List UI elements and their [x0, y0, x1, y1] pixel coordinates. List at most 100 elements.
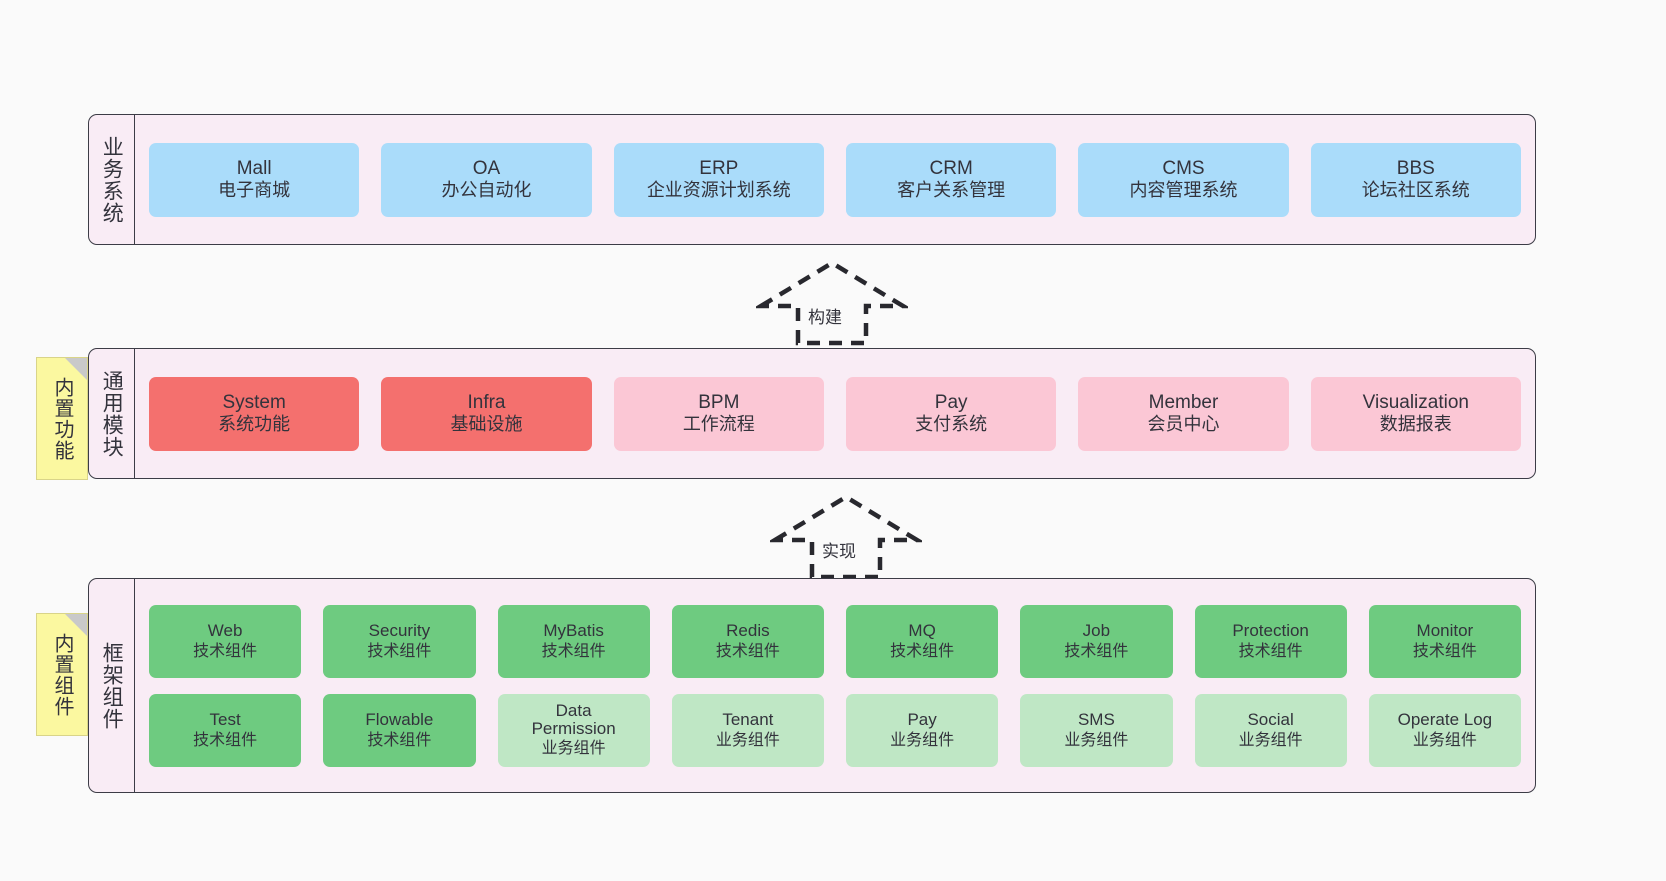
- arrow-build-label: 构建: [808, 308, 842, 327]
- layer-business-systems: 业务系统 Mall 电子商城 OA 办公自动化 ERP 企业资源计划系统 CRM…: [88, 114, 1536, 245]
- card-subtitle: 论坛社区系统: [1361, 180, 1470, 201]
- card-erp[interactable]: ERP 企业资源计划系统: [613, 142, 824, 217]
- card-title: Job: [1082, 620, 1111, 640]
- card-security[interactable]: Security 技术组件: [323, 604, 476, 678]
- card-title: BPM: [698, 391, 740, 413]
- card-subtitle: 客户关系管理: [897, 180, 1006, 201]
- note-builtin-features: 内置功能: [36, 357, 88, 480]
- card-operate-log[interactable]: Operate Log 业务组件: [1368, 693, 1521, 767]
- card-subtitle: 内容管理系统: [1129, 180, 1238, 201]
- card-title: CMS: [1162, 157, 1205, 179]
- layer-framework-components: 框架组件 Web 技术组件 Security 技术组件 MyBatis 技术组件…: [88, 578, 1536, 793]
- card-row-business: Test 技术组件 Flowable 技术组件 Data Permission …: [149, 693, 1521, 767]
- card-bbs[interactable]: BBS 论坛社区系统: [1310, 142, 1521, 217]
- card-subtitle: 电子商城: [218, 180, 291, 201]
- card-title: OA: [472, 157, 501, 179]
- note-builtin-components: 内置组件: [36, 613, 88, 736]
- card-subtitle: 技术组件: [367, 642, 432, 660]
- card-row: System 系统功能 Infra 基础设施 BPM 工作流程 Pay 支付系统…: [149, 376, 1521, 451]
- card-subtitle: 工作流程: [682, 414, 755, 435]
- card-title: Flowable: [365, 709, 434, 729]
- card-subtitle: 数据报表: [1379, 414, 1452, 435]
- card-monitor[interactable]: Monitor 技术组件: [1368, 604, 1521, 678]
- card-title: Protection: [1232, 620, 1309, 640]
- layer-body-framework-components: Web 技术组件 Security 技术组件 MyBatis 技术组件 Redi…: [135, 579, 1535, 792]
- arrow-implement-label: 实现: [822, 542, 856, 561]
- card-subtitle: 业务组件: [1064, 731, 1129, 749]
- layer-common-modules: 通用模块 System 系统功能 Infra 基础设施 BPM 工作流程 Pay…: [88, 348, 1536, 479]
- card-title: Social: [1247, 709, 1294, 729]
- card-system[interactable]: System 系统功能: [149, 376, 360, 451]
- card-title: Web: [207, 620, 243, 640]
- card-pay[interactable]: Pay 支付系统: [845, 376, 1057, 451]
- card-title: Member: [1148, 391, 1219, 413]
- layer-body-business-systems: Mall 电子商城 OA 办公自动化 ERP 企业资源计划系统 CRM 客户关系…: [135, 115, 1535, 244]
- card-test[interactable]: Test 技术组件: [149, 693, 302, 767]
- card-subtitle: 技术组件: [193, 731, 258, 749]
- arrow-build: 构建: [756, 258, 908, 348]
- card-row-technical: Web 技术组件 Security 技术组件 MyBatis 技术组件 Redi…: [149, 604, 1521, 678]
- card-crm[interactable]: CRM 客户关系管理: [845, 142, 1057, 217]
- card-subtitle: 技术组件: [890, 642, 955, 660]
- card-subtitle: 技术组件: [1064, 642, 1129, 660]
- card-oa[interactable]: OA 办公自动化: [381, 142, 592, 217]
- card-title: Test: [209, 709, 241, 729]
- card-subtitle: 技术组件: [367, 731, 432, 749]
- card-tenant[interactable]: Tenant 业务组件: [671, 693, 824, 767]
- card-bpm[interactable]: BPM 工作流程: [613, 376, 824, 451]
- card-row: Mall 电子商城 OA 办公自动化 ERP 企业资源计划系统 CRM 客户关系…: [149, 142, 1521, 217]
- card-title: Tenant: [722, 709, 774, 729]
- card-redis[interactable]: Redis 技术组件: [671, 604, 824, 678]
- layer-title-business-systems: 业务系统: [89, 115, 135, 244]
- card-title: ERP: [699, 157, 739, 179]
- card-subtitle: 技术组件: [1238, 642, 1303, 660]
- card-mq[interactable]: MQ 技术组件: [846, 604, 999, 678]
- card-title: Data Permission: [531, 700, 616, 739]
- card-subtitle: 支付系统: [915, 414, 988, 435]
- card-infra[interactable]: Infra 基础设施: [381, 376, 592, 451]
- note-fold-icon: [65, 358, 87, 380]
- card-subtitle: 业务组件: [890, 731, 955, 749]
- card-pay-business[interactable]: Pay 业务组件: [846, 693, 999, 767]
- card-title: Operate Log: [1397, 709, 1493, 729]
- card-cms[interactable]: CMS 内容管理系统: [1078, 142, 1289, 217]
- card-job[interactable]: Job 技术组件: [1020, 604, 1173, 678]
- card-title: System: [222, 391, 286, 413]
- card-subtitle: 技术组件: [1412, 642, 1477, 660]
- card-title: CRM: [929, 157, 973, 179]
- card-subtitle: 业务组件: [715, 731, 780, 749]
- layer-body-common-modules: System 系统功能 Infra 基础设施 BPM 工作流程 Pay 支付系统…: [135, 349, 1535, 478]
- card-title: Monitor: [1416, 620, 1474, 640]
- card-member[interactable]: Member 会员中心: [1078, 376, 1289, 451]
- layer-title-common-modules: 通用模块: [89, 349, 135, 478]
- card-subtitle: 技术组件: [715, 642, 780, 660]
- card-title: MQ: [908, 620, 936, 640]
- card-subtitle: 办公自动化: [441, 180, 532, 201]
- card-subtitle: 业务组件: [541, 739, 606, 757]
- card-protection[interactable]: Protection 技术组件: [1194, 604, 1347, 678]
- card-subtitle: 业务组件: [1412, 731, 1477, 749]
- card-subtitle: 技术组件: [193, 642, 258, 660]
- card-title: BBS: [1396, 157, 1435, 179]
- card-subtitle: 系统功能: [218, 414, 291, 435]
- card-web[interactable]: Web 技术组件: [149, 604, 302, 678]
- note-label: 内置功能: [51, 376, 73, 461]
- note-label: 内置组件: [51, 632, 73, 717]
- card-data-permission[interactable]: Data Permission 业务组件: [497, 693, 650, 767]
- card-title: Pay: [934, 391, 968, 413]
- card-sms[interactable]: SMS 业务组件: [1020, 693, 1173, 767]
- card-title: MyBatis: [543, 620, 604, 640]
- card-subtitle: 技术组件: [541, 642, 606, 660]
- card-subtitle: 企业资源计划系统: [646, 180, 791, 201]
- card-title: Infra: [467, 391, 506, 413]
- card-subtitle: 业务组件: [1238, 731, 1303, 749]
- card-subtitle: 会员中心: [1147, 414, 1220, 435]
- card-flowable[interactable]: Flowable 技术组件: [323, 693, 476, 767]
- card-mall[interactable]: Mall 电子商城: [149, 142, 360, 217]
- card-social[interactable]: Social 业务组件: [1194, 693, 1347, 767]
- card-mybatis[interactable]: MyBatis 技术组件: [497, 604, 650, 678]
- card-title: Visualization: [1362, 391, 1469, 413]
- card-title: Security: [368, 620, 431, 640]
- card-visualization[interactable]: Visualization 数据报表: [1310, 376, 1521, 451]
